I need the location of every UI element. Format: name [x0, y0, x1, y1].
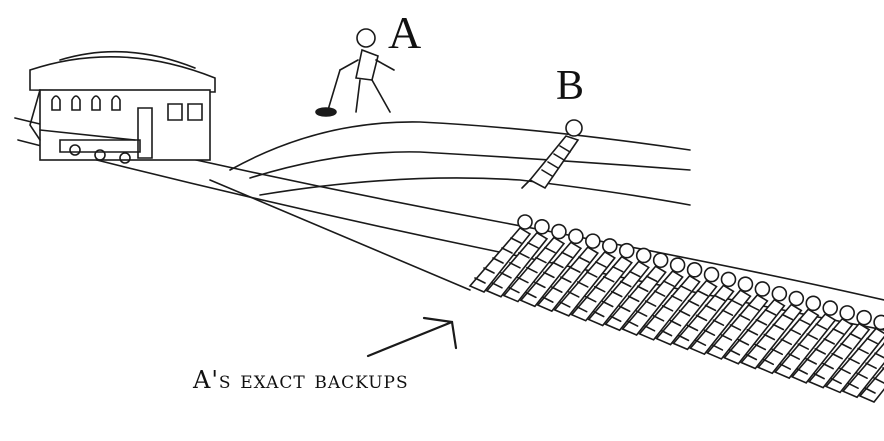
crowd-person-icon [858, 366, 884, 403]
person-b-label: B [556, 63, 585, 109]
person-a-label: A [388, 7, 422, 58]
crowd-person-icon [689, 276, 754, 356]
crowd-person-icon [824, 314, 884, 394]
crowd-person-icon [502, 223, 567, 303]
person-a-icon [315, 28, 395, 117]
crowd-person-icon [790, 305, 855, 384]
crowd-person-icon [723, 285, 788, 365]
crowd-person-icon [672, 271, 737, 351]
person-b-icon [521, 119, 583, 190]
crowd-person-icon [739, 290, 805, 370]
crowd-person-icon [655, 266, 720, 346]
crowd-person-icon [604, 252, 669, 332]
crowd-person-icon [519, 228, 584, 308]
crowd-group [468, 214, 884, 403]
crowd-person-icon [621, 257, 686, 337]
crowd-person-icon [468, 214, 533, 293]
crowd-person-icon [587, 247, 652, 327]
caption-text: A's exact backups [193, 366, 409, 394]
crowd-person-icon [807, 309, 872, 389]
branch-track [229, 121, 691, 206]
crowd-person-icon [706, 281, 771, 360]
crowd-person-icon [536, 233, 601, 313]
crowd-person-icon [756, 295, 822, 375]
crowd-person-icon [773, 300, 839, 380]
crowd-person-icon [638, 262, 703, 341]
crowd-person-icon [841, 342, 884, 399]
trolley-icon [29, 50, 216, 164]
crowd-person-icon [553, 238, 618, 317]
arrow-icon [366, 316, 458, 358]
crowd-person-icon [570, 242, 635, 322]
crowd-person-icon [485, 218, 550, 298]
